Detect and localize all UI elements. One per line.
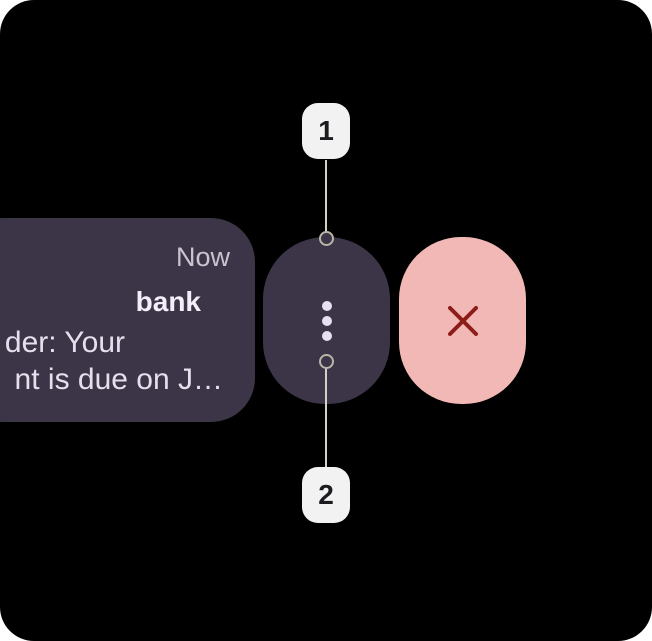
dismiss-button[interactable]	[399, 237, 526, 404]
callout-badge-1: 1	[302, 103, 350, 159]
callout-anchor-2	[319, 354, 334, 369]
notification-sender: bank	[135, 286, 201, 317]
callout-line-1	[325, 160, 327, 232]
notification-time: Now	[175, 242, 230, 272]
notification-text-line-1: der: Your	[4, 326, 125, 359]
callout-anchor-1	[319, 231, 334, 246]
close-icon	[447, 305, 478, 336]
more-vert-icon	[321, 300, 332, 341]
callout-badge-2: 2	[302, 467, 350, 523]
callout-line-2	[325, 368, 327, 468]
notification-card[interactable]: Now bank der: Your nt is due on J…	[0, 218, 255, 422]
notification-text-line-2: nt is due on J…	[14, 363, 223, 396]
